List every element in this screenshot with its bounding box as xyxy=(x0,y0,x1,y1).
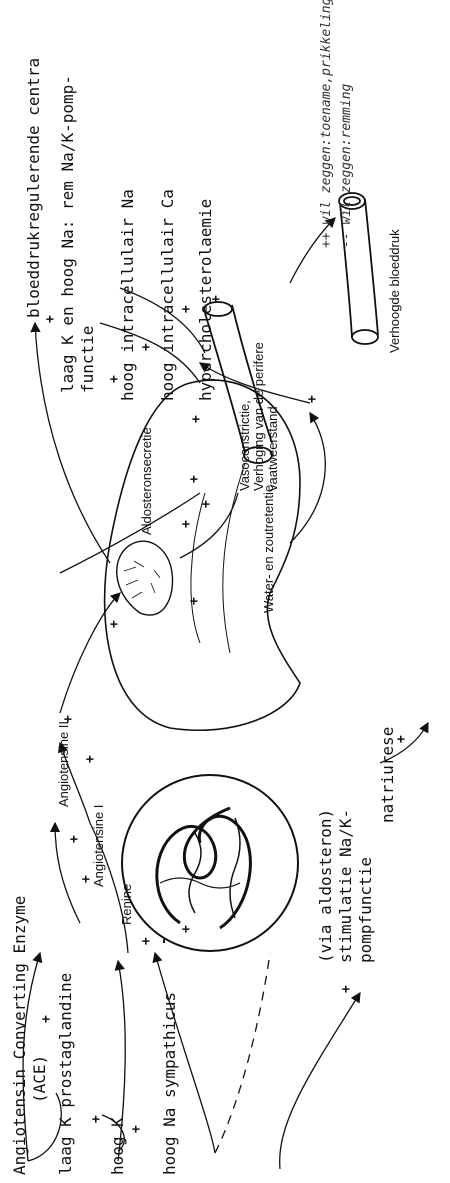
plus-sign: + xyxy=(340,985,353,993)
plus-sign: + xyxy=(306,395,319,403)
verhoogde-bloeddruk-label: Verhoogde bloeddruk xyxy=(388,229,401,353)
plus-sign: + xyxy=(395,735,408,743)
nephron-illustration xyxy=(122,775,298,951)
plus-sign: + xyxy=(108,375,121,383)
vasoconstrictie-line2: Verhoging van de perifere xyxy=(252,342,265,491)
water-zoutretentie-label: Water- en zoutretentie xyxy=(262,485,275,613)
minus-sign: - xyxy=(158,937,171,945)
plus-sign: + xyxy=(90,1115,103,1123)
ace-abbr-label: (ACE) xyxy=(32,1055,48,1103)
angiotensine-2-label: Angiotensine II xyxy=(57,721,70,807)
plus-sign: + xyxy=(180,305,193,313)
plus-sign: + xyxy=(140,343,153,351)
vasoconstrictie-line1: Vasoconstrictie, xyxy=(238,400,251,491)
plus-sign: + xyxy=(188,475,201,483)
via-aldosteron-line1: (via aldosteron) xyxy=(318,809,334,963)
plus-sign: + xyxy=(84,755,97,763)
legend-minus: -- wil zeggen:remming xyxy=(340,84,353,248)
plus-sign: + xyxy=(190,415,203,423)
ace-label: Angiotensin Converting Enzyme xyxy=(12,896,28,1175)
bloeddruk-centra-label: bloeddrukregulerende centra xyxy=(26,58,42,318)
via-aldosteron-line3: pompfunctie xyxy=(358,857,374,963)
adrenal-gland-illustration xyxy=(117,541,173,615)
plus-sign: + xyxy=(188,597,201,605)
plus-sign: + xyxy=(200,500,213,508)
plus-sign: + xyxy=(44,315,57,323)
plus-sign: + xyxy=(80,875,93,883)
plus-sign: + xyxy=(62,715,75,723)
via-aldosteron-line2: stimulatie Na/K- xyxy=(338,809,354,963)
legend-plus: ++ wil zeggen:toename,prikkeling xyxy=(320,0,333,248)
renine-label: Renine xyxy=(120,884,133,925)
vasoconstrictie-line3: vaatweerstand xyxy=(266,406,279,491)
plus-sign: + xyxy=(68,835,81,843)
hoog-na-sympathicus-label: hoog Na sympathicus xyxy=(162,992,178,1175)
aldosteronsecretie-label: Aldosteronsecretie xyxy=(140,427,153,535)
laag-k-prostaglandine-label: laag K prostaglandine xyxy=(58,973,74,1175)
hoog-k-label: hoog K xyxy=(110,1117,126,1175)
plus-sign: + xyxy=(180,925,193,933)
laag-k-hoog-na-line2: functie xyxy=(80,326,96,393)
hoog-intra-ca-label: hoog intracellulair Ca xyxy=(160,189,176,401)
plus-sign: + xyxy=(130,1125,143,1133)
laag-k-hoog-na-line1: laag K en hoog Na: rem Na/K-pomp- xyxy=(60,75,76,393)
plus-sign: + xyxy=(108,620,121,628)
plus-sign: + xyxy=(140,937,153,945)
plus-sign: + xyxy=(210,295,223,303)
plus-sign: + xyxy=(40,1015,53,1023)
hoog-intra-na-label: hoog intracellulair Na xyxy=(120,189,136,401)
plus-sign: + xyxy=(180,520,193,528)
